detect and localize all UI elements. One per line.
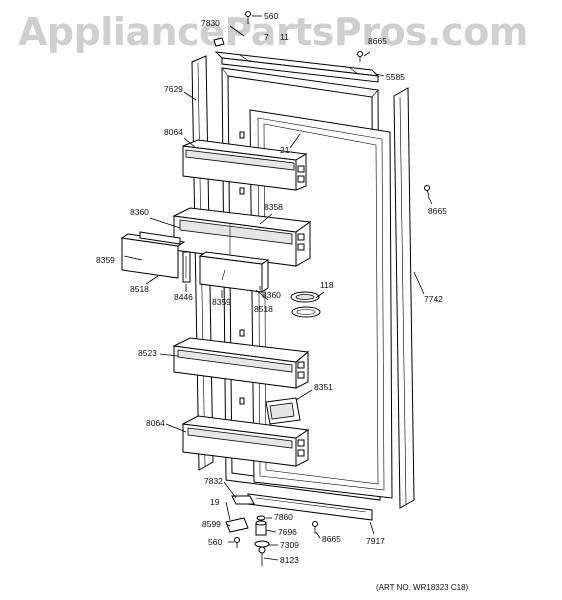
callout-8358: 8358	[264, 202, 283, 212]
right-trim-strip	[393, 87, 415, 509]
callout-5585: 5585	[386, 72, 405, 82]
callout-8359-left: 8359	[96, 255, 115, 265]
upper-door-bin	[182, 139, 308, 191]
callout-7309: 7309	[280, 540, 299, 550]
callout-7917: 7917	[366, 536, 385, 546]
callout-8351: 8351	[314, 382, 333, 392]
leader-lines	[123, 15, 433, 561]
callout-8360-mid: 8360	[262, 290, 281, 300]
callout-7742: 7742	[424, 294, 443, 304]
callout-8518-mid: 8518	[254, 304, 273, 314]
callout-8665-right: 8665	[428, 206, 447, 216]
hinge-hardware-stack	[254, 515, 270, 566]
callout-8123: 8123	[280, 555, 299, 565]
screws	[213, 11, 430, 548]
callout-8599: 8599	[202, 519, 221, 529]
center-dispenser-panel	[198, 251, 270, 293]
callout-7696: 7696	[278, 527, 297, 537]
small-bin-8351	[265, 397, 301, 425]
callout-8665-bottom: 8665	[322, 534, 341, 544]
callout-8446: 8446	[174, 292, 193, 302]
middle-door-bin	[172, 337, 310, 389]
callout-7860: 7860	[274, 512, 293, 522]
callout-19: 19	[210, 497, 220, 507]
callout-8360-left: 8360	[130, 207, 149, 217]
top-cap	[214, 51, 380, 83]
bottom-bracket	[247, 493, 373, 521]
callout-560-bottom: 560	[208, 537, 222, 547]
left-dispenser-panel	[120, 231, 186, 279]
watermark-text: AppliancePartsPros.com	[18, 10, 528, 54]
dairy-door-pieces	[290, 291, 321, 318]
callout-118: 118	[320, 280, 334, 290]
callout-7830: 7830	[201, 18, 220, 28]
callout-8359-mid: 8359	[212, 297, 231, 307]
callout-8064-top: 8064	[164, 127, 183, 137]
callout-8665-top: 8665	[368, 36, 387, 46]
callout-11: 11	[280, 32, 289, 42]
callout-7: 7	[264, 32, 269, 42]
callout-8523: 8523	[138, 348, 157, 358]
hinge-post	[182, 251, 191, 283]
callout-7832: 7832	[204, 476, 223, 486]
callout-8518-left: 8518	[130, 284, 149, 294]
art-number: (ART NO. WR18323 C18)	[376, 583, 469, 592]
lower-door-bin	[181, 415, 310, 467]
callout-8064-bottom: 8064	[146, 418, 165, 428]
callout-21: 21	[280, 145, 290, 155]
callout-7629: 7629	[164, 84, 183, 94]
hinge-plate	[225, 495, 255, 533]
callout-labels: 560 7830 7 11 8665 5585 7629 8064 21 866…	[96, 11, 447, 565]
callout-560-top: 560	[264, 11, 278, 21]
